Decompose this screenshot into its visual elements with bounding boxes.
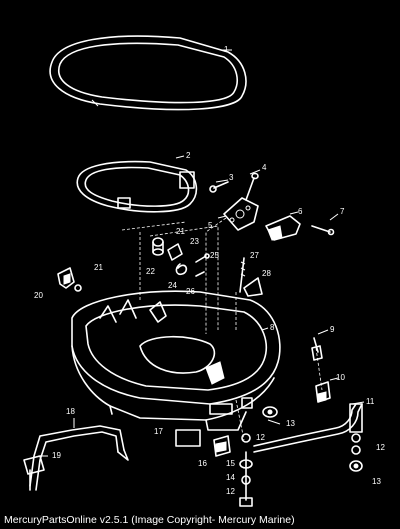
part-19-clamp [23,455,45,491]
callout-18: 18 [66,407,75,416]
callout-10: 10 [336,373,345,382]
callout-leaders [38,49,365,457]
callout-17: 17 [154,427,163,436]
part-11-lever-rod [253,403,363,453]
callout-26: 26 [186,287,195,296]
exploded-parts-diagram: 1 2 3 4 5 6 7 21 23 22 25 24 26 27 28 21… [23,35,385,507]
part-22-bushing [152,237,164,256]
image-caption: MercuryPartsOnline v2.5.1 (Image Copyrig… [0,512,400,529]
callout-11: 11 [366,397,375,406]
part-2-gasket [76,160,198,213]
part-6-latch [265,215,301,241]
part-7-screw [311,225,335,236]
callout-12-right: 12 [376,443,385,452]
part-20-hook [57,267,75,289]
assembly-leader-lines [121,217,323,441]
part-9-bolt [311,337,323,361]
callout-3: 3 [229,173,234,182]
part-17-decal [175,429,201,447]
callout-24: 24 [168,281,177,290]
callout-16: 16 [198,459,207,468]
part-4-screw [245,172,259,201]
callout-15: 15 [226,459,235,468]
part-13-nuts [262,406,363,472]
part-15-spacer [239,459,253,469]
part-27-stud [239,257,246,293]
callout-21-left: 21 [94,263,103,272]
part-8-bottom-cowl [71,290,281,431]
callout-13-mid: 13 [286,419,295,428]
callout-4: 4 [262,163,267,172]
part-26-screw [195,271,205,277]
callout-22: 22 [146,267,155,276]
callout-8: 8 [270,323,275,332]
part-23-clip [167,243,183,261]
callout-20: 20 [34,291,43,300]
callout-7: 7 [340,207,345,216]
callout-21: 21 [176,227,185,236]
callout-25: 25 [210,251,219,260]
callout-14: 14 [226,473,235,482]
callout-9: 9 [330,325,335,334]
callout-13-right: 13 [372,477,381,486]
part-18-tube [29,425,129,491]
callout-labels: 1 2 3 4 5 6 7 21 23 22 25 24 26 27 28 21… [34,45,385,496]
part-16-grommet [213,435,231,457]
callout-1: 1 [224,45,229,54]
part-5-latch-bracket [223,197,259,231]
part-3-screw [209,181,229,193]
callout-28: 28 [262,269,271,278]
callout-12-mid: 12 [256,433,265,442]
callout-6: 6 [298,207,303,216]
callout-27: 27 [250,251,259,260]
callout-12-bottom: 12 [226,487,235,496]
callout-19: 19 [52,451,61,460]
part-21-washer-left [74,284,82,292]
callout-5: 5 [208,221,213,230]
callout-23: 23 [190,237,199,246]
part-25-screw [195,253,210,263]
part-10-bracket [315,381,331,403]
callout-2: 2 [186,151,191,160]
part-28-bracket [243,277,263,297]
part-1-cover-seal [49,35,247,111]
part-24-spring [175,263,188,276]
